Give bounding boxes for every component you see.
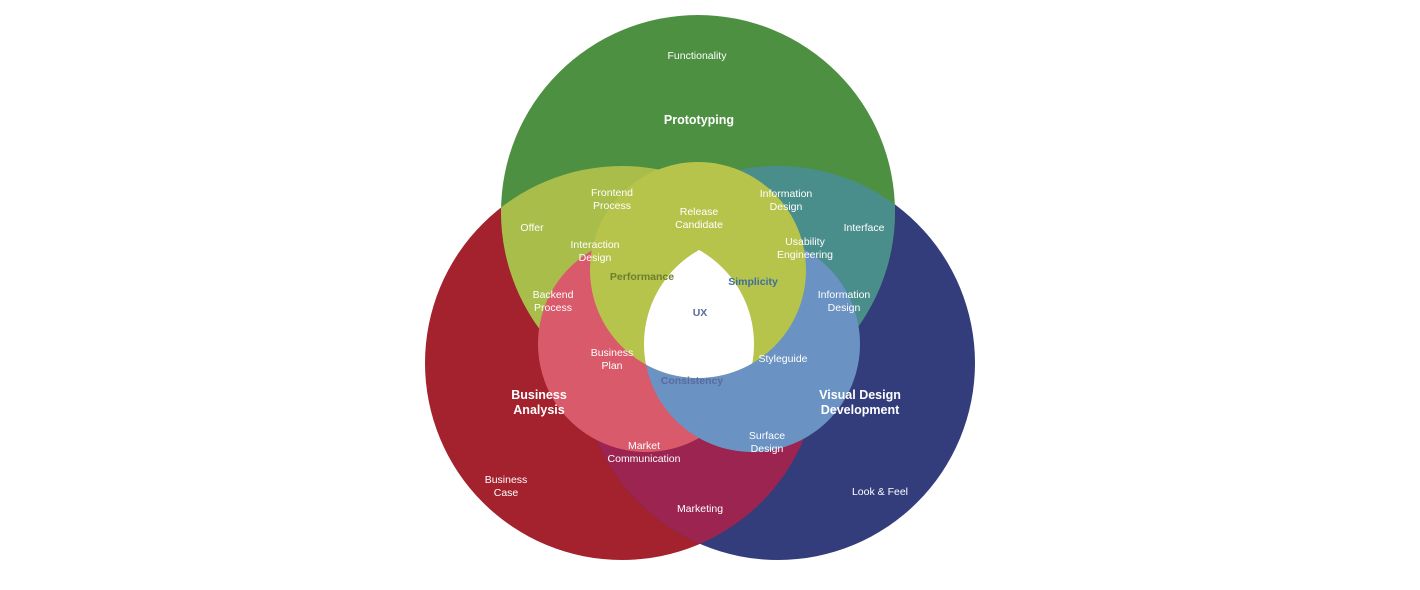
ux-center xyxy=(644,236,754,378)
labels: Functionality Prototyping Offer Frontend… xyxy=(485,50,908,515)
label-styleguide: Styleguide xyxy=(758,353,807,365)
label-ux: UX xyxy=(693,307,708,319)
label-simplicity: Simplicity xyxy=(728,276,778,288)
label-consistency: Consistency xyxy=(661,375,724,387)
label-interface: Interface xyxy=(844,222,885,234)
label-prototyping: Prototyping xyxy=(664,113,734,127)
label-look-and-feel: Look & Feel xyxy=(852,486,908,498)
label-functionality: Functionality xyxy=(668,50,728,62)
label-performance: Performance xyxy=(610,271,674,283)
label-marketing: Marketing xyxy=(677,503,723,515)
label-offer: Offer xyxy=(520,222,544,234)
